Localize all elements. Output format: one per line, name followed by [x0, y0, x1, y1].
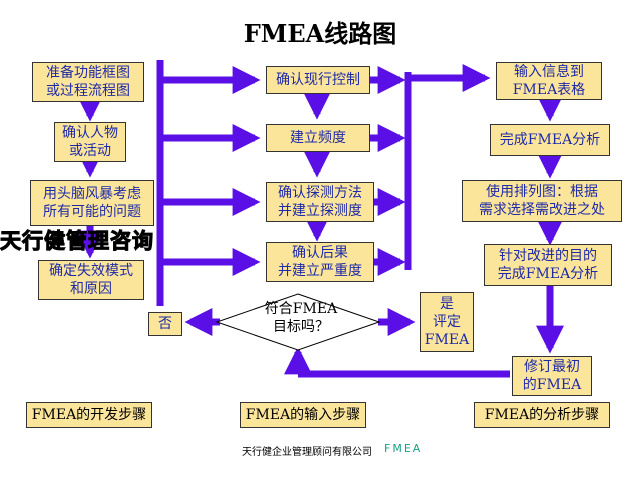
- step-prepare-diagram: 准备功能框图 或过程流程图: [32, 62, 144, 102]
- decision-question: 符合FMEA 目标吗？: [264, 301, 338, 335]
- phase-input: FMEA的输入步骤: [240, 402, 366, 428]
- step-pareto: 使用排列图：根据 需求选择需改进之处: [462, 180, 622, 222]
- decision-diamond: [215, 293, 381, 351]
- step-severity: 确认后果 并建立严重度: [266, 242, 374, 282]
- footer-brand: FMEA: [384, 442, 423, 455]
- step-frequency: 建立频度: [266, 124, 370, 152]
- step-confirm-person: 确认人物 或活动: [54, 122, 126, 162]
- phase-analysis: FMEA的分析步骤: [474, 402, 610, 428]
- footer-company: 天行健企业管理顾问有限公司: [242, 447, 372, 458]
- decision-yes-evaluate: 是 评定 FMEA: [420, 292, 474, 352]
- step-detection: 确认探测方法 并建立探测度: [266, 182, 374, 222]
- step-brainstorm: 用头脑风暴考虑 所有可能的问题: [30, 180, 154, 226]
- decision-no: 否: [148, 312, 182, 336]
- watermark: 天行健管理咨询: [0, 229, 154, 254]
- step-current-control: 确认现行控制: [266, 66, 370, 94]
- step-complete-analysis: 完成FMEA分析: [490, 124, 610, 156]
- phase-development: FMEA的开发步骤: [26, 402, 152, 428]
- diagram-title: FMEA线路图: [243, 19, 397, 48]
- step-revise-fmea: 修订最初 的FMEA: [512, 356, 592, 396]
- step-improve-analysis: 针对改进的目的 完成FMEA分析: [484, 244, 612, 286]
- step-input-table: 输入信息到 FMEA表格: [496, 62, 602, 100]
- step-failure-mode: 确定失效模式 和原因: [38, 260, 144, 300]
